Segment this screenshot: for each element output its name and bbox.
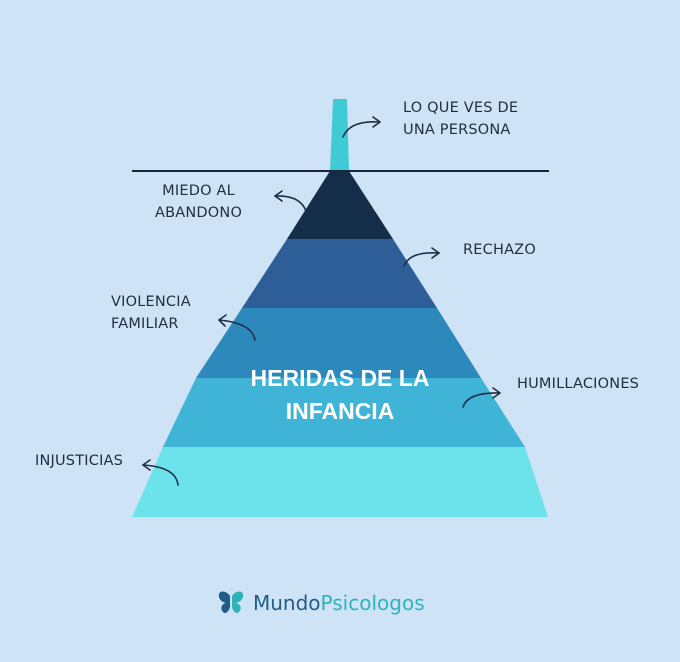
label-injustice: INJUSTICIAS <box>35 453 124 469</box>
label-surface: LO QUE VES DE UNA PERSONA <box>403 100 519 138</box>
pyramid-layer-3 <box>196 308 481 378</box>
label-fear-of-abandonment: MIEDO AL ABANDONO <box>155 183 243 221</box>
brand-logo: MundoPsicologos <box>217 588 425 618</box>
pyramid-layer-4 <box>163 378 525 447</box>
label-humiliation: HUMILLACIONES <box>517 376 640 392</box>
label-rejection: RECHAZO <box>463 242 536 258</box>
tip-visible-part <box>330 99 349 171</box>
butterfly-icon <box>218 591 244 614</box>
arrow-violence <box>218 314 256 341</box>
pyramid-layer-2 <box>242 239 437 308</box>
brand-name-part2: Psicologos <box>320 591 425 615</box>
arrow-surface <box>342 116 381 138</box>
pyramid-layer-5 <box>132 447 548 517</box>
brand-name-part1: Mundo <box>253 591 321 615</box>
arrow-fear <box>274 190 307 212</box>
arrow-rejection <box>403 247 440 267</box>
arrow-injustice <box>142 459 179 486</box>
center-title: HERIDAS DE LA INFANCIA <box>250 365 430 424</box>
label-family-violence: VIOLENCIA FAMILIAR <box>111 294 191 332</box>
pyramid-layer-1 <box>287 171 393 239</box>
arrow-humiliation <box>462 387 501 408</box>
